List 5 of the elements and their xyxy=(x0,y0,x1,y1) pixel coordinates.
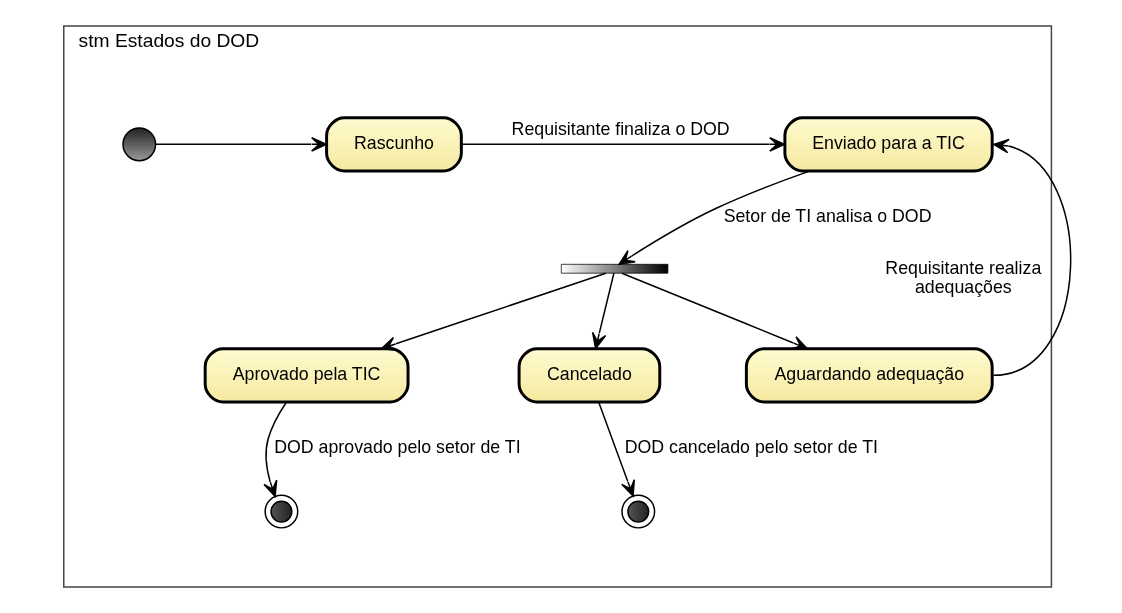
edge-label: Setor de TI analisa o DOD xyxy=(723,206,932,227)
edge-label: DOD cancelado pelo setor de TI xyxy=(624,437,878,458)
edge-label: Requisitante realiza adequações xyxy=(884,257,1041,298)
edge-label: DOD aprovado pelo setor de TI xyxy=(273,437,521,458)
edge-label: Requisitante finaliza o DOD xyxy=(511,118,730,139)
